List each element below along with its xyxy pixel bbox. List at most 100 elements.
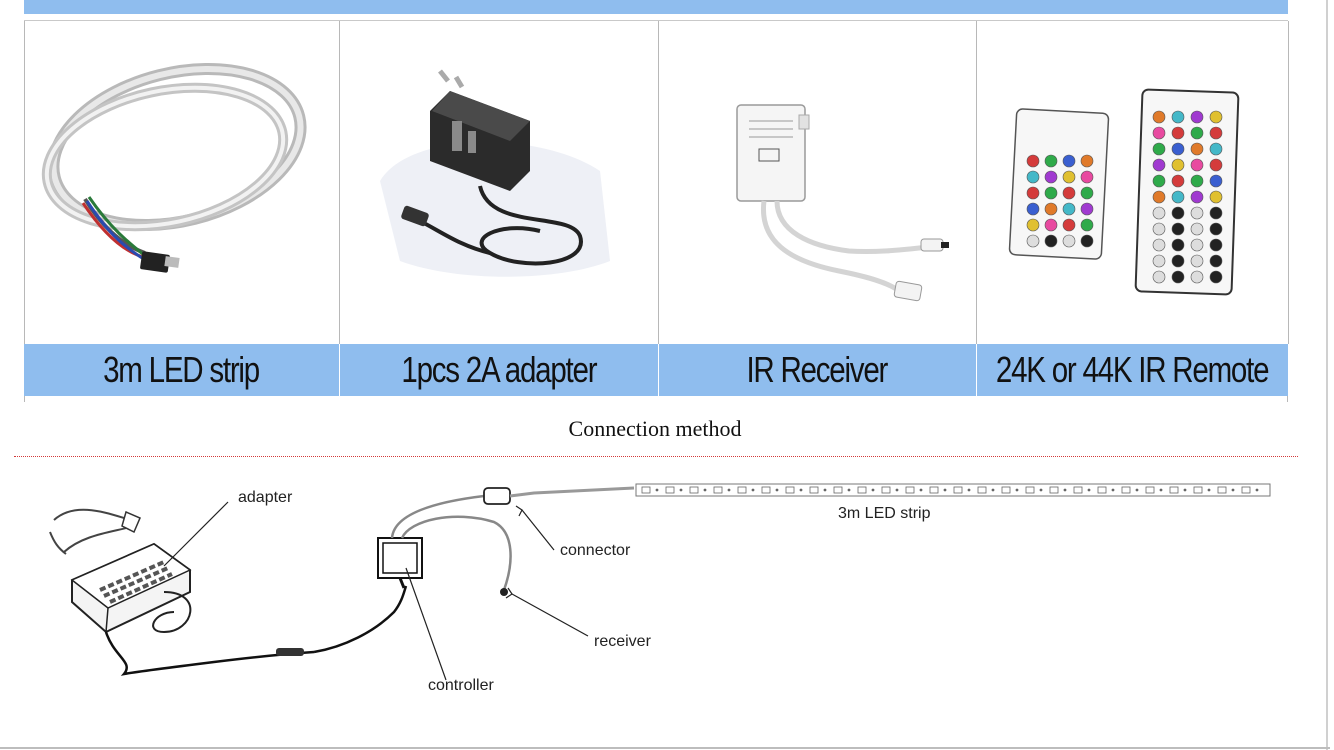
table-bottom-edge xyxy=(24,396,1288,402)
remote-key xyxy=(1080,218,1094,232)
product-label-led-strip: 3m LED strip xyxy=(24,344,339,396)
page-frame-right xyxy=(1326,0,1328,750)
product-table: 3m LED strip 1pcs 2A adapter IR Receiver… xyxy=(24,0,1289,402)
led-dot xyxy=(1063,488,1067,492)
remote-key xyxy=(1171,110,1185,124)
led-dot xyxy=(895,488,899,492)
remote-key xyxy=(1026,218,1040,232)
remote-key xyxy=(1026,186,1040,200)
remote-key xyxy=(1209,254,1223,268)
remote-key xyxy=(1190,158,1204,172)
remote-key xyxy=(1044,186,1058,200)
led-dot xyxy=(751,488,755,492)
remote-key xyxy=(1152,190,1166,204)
remote-key xyxy=(1026,234,1040,248)
led-chip xyxy=(1121,486,1131,494)
remote-key xyxy=(1190,222,1204,236)
product-cell-ir-receiver xyxy=(658,21,976,344)
remote-key xyxy=(1152,174,1166,188)
led-chip xyxy=(785,486,795,494)
led-chip xyxy=(929,486,939,494)
remote-key xyxy=(1152,206,1166,220)
led-dot xyxy=(703,488,707,492)
connection-diagram: adapter connector 3m LED strip receiver … xyxy=(49,483,1271,694)
remote-key xyxy=(1190,206,1204,220)
remote-key xyxy=(1190,126,1204,140)
led-dot xyxy=(679,488,683,492)
led-strip-label: 3m LED strip xyxy=(838,505,931,522)
remote-key xyxy=(1152,222,1166,236)
led-chip xyxy=(977,486,987,494)
connector-label: connector xyxy=(560,542,631,559)
product-label-ir-receiver: IR Receiver xyxy=(658,344,976,396)
led-chip xyxy=(1097,486,1107,494)
remote-key xyxy=(1152,110,1166,124)
led-chip xyxy=(833,486,843,494)
remote-key xyxy=(1152,238,1166,252)
remote-key xyxy=(1044,202,1058,216)
led-dot xyxy=(823,488,827,492)
remote-44-keys xyxy=(1152,110,1223,284)
remote-key xyxy=(1080,154,1094,168)
remote-key xyxy=(1044,154,1058,168)
remote-key xyxy=(1171,238,1185,252)
product-cell-adapter xyxy=(339,21,658,344)
remote-key xyxy=(1062,186,1076,200)
led-chip xyxy=(665,486,675,494)
led-dot xyxy=(1135,488,1139,492)
led-dot xyxy=(991,488,995,492)
remote-key xyxy=(1190,142,1204,156)
remote-key xyxy=(1171,142,1185,156)
led-dot xyxy=(1015,488,1019,492)
remote-key xyxy=(1171,222,1185,236)
remote-key xyxy=(1152,126,1166,140)
remote-key xyxy=(1209,238,1223,252)
remote-key xyxy=(1209,158,1223,172)
product-label-adapter: 1pcs 2A adapter xyxy=(339,344,658,396)
led-dot xyxy=(727,488,731,492)
led-chip xyxy=(1241,486,1251,494)
product-cell-led-strip xyxy=(24,21,339,344)
page-frame-bottom xyxy=(0,747,1330,749)
led-dot xyxy=(1183,488,1187,492)
adapter-label: adapter xyxy=(238,489,293,506)
controller-label: controller xyxy=(428,677,494,694)
remote-key xyxy=(1171,190,1185,204)
remote-key xyxy=(1190,270,1204,284)
remote-key xyxy=(1209,190,1223,204)
remote-key xyxy=(1209,222,1223,236)
remote-key xyxy=(1062,154,1076,168)
led-chip xyxy=(737,486,747,494)
adapter-drawing-icon xyxy=(49,508,408,676)
led-dot xyxy=(775,488,779,492)
remote-key xyxy=(1026,202,1040,216)
led-dot xyxy=(1255,488,1259,492)
led-dot xyxy=(943,488,947,492)
ir-remote-icon xyxy=(1008,88,1240,296)
remote-key xyxy=(1190,190,1204,204)
remote-key xyxy=(1171,126,1185,140)
remote-key xyxy=(1152,270,1166,284)
remote-key xyxy=(1190,238,1204,252)
remote-key xyxy=(1190,254,1204,268)
dotted-divider xyxy=(14,456,1298,457)
remote-key xyxy=(1209,174,1223,188)
adapter-leader-line xyxy=(163,501,229,567)
remote-key xyxy=(1209,142,1223,156)
led-chip xyxy=(857,486,867,494)
led-dot xyxy=(1087,488,1091,492)
remote-key xyxy=(1080,170,1094,184)
connection-method-heading: Connection method xyxy=(568,416,742,441)
remote-key xyxy=(1062,218,1076,232)
led-chip xyxy=(1217,486,1227,494)
remote-key xyxy=(1152,254,1166,268)
remote-key xyxy=(1080,186,1094,200)
remote-key xyxy=(1171,270,1185,284)
led-chip xyxy=(761,486,771,494)
label-separator xyxy=(658,344,659,396)
led-dot xyxy=(967,488,971,492)
connector-plug-icon xyxy=(483,487,511,505)
led-chip xyxy=(1145,486,1155,494)
remote-key xyxy=(1062,234,1076,248)
label-separator xyxy=(339,344,340,396)
